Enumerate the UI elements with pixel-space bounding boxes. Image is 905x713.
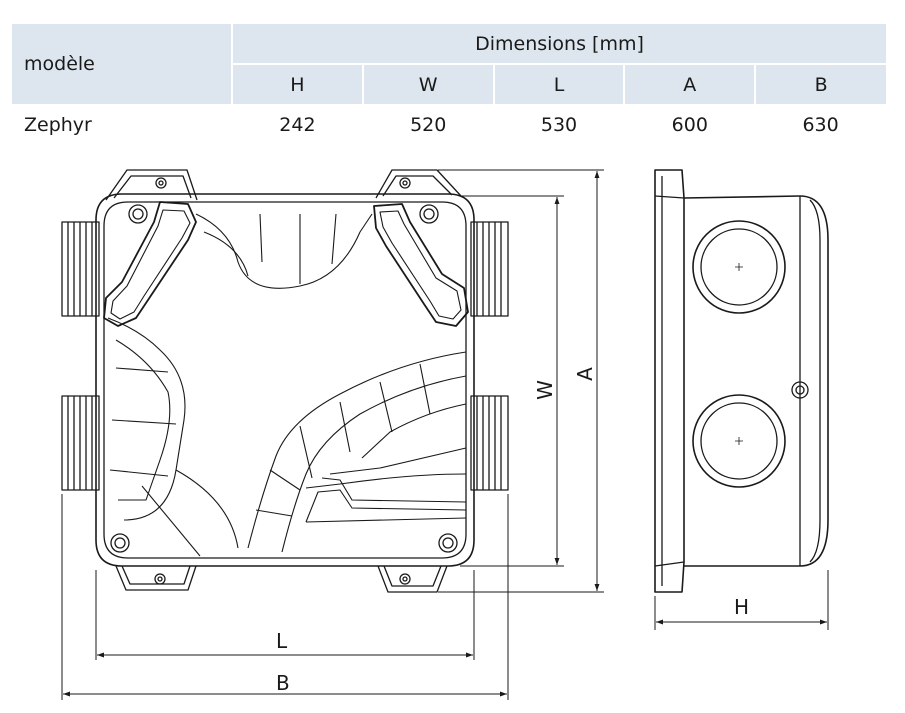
column-header-h: H: [231, 63, 363, 104]
mounting-bracket-top-right: [375, 169, 462, 199]
dimension-lines-side: [654, 570, 829, 630]
mounting-bracket-bottom-right: [377, 565, 448, 593]
mounting-bracket-bottom-left: [115, 565, 197, 591]
label-w: W: [533, 380, 557, 400]
duct-spigot-right-top: [470, 221, 509, 317]
mounting-bracket-top-left: [105, 169, 198, 201]
label-b: B: [276, 671, 290, 695]
label-h: H: [734, 595, 749, 619]
duct-spigot-left-bottom: [61, 395, 100, 491]
unit-housing: [95, 193, 475, 567]
table-header-row: modèle Dimensions [mm]: [12, 24, 886, 75]
bolt-top-left: [128, 204, 148, 224]
column-header-l: L: [492, 63, 625, 104]
duct-spigot-right-bottom: [470, 395, 509, 491]
value-b: 630: [802, 114, 839, 136]
duct-spigot-left-top: [61, 221, 100, 317]
duct-opening-top: [692, 220, 786, 314]
handle-left: [103, 201, 197, 327]
front-view: [61, 169, 509, 593]
model-header: modèle: [24, 53, 95, 75]
dimension-lines-front: [61, 169, 604, 700]
value-l: 530: [540, 114, 578, 136]
table-row: Zephyr 242 520 530 600 630: [12, 104, 886, 146]
bolt-bottom-right: [438, 533, 458, 553]
dimensions-group-header: Dimensions [mm]: [231, 24, 886, 64]
column-header-a: A: [623, 63, 756, 104]
dimensions-table: modèle Dimensions [mm] H W L A B Zephyr …: [12, 24, 886, 146]
duct-opening-bottom: [692, 394, 786, 488]
value-w: 520: [410, 114, 447, 136]
internal-channels: [107, 213, 467, 557]
bolt-top-right: [419, 204, 439, 224]
column-header-b: B: [754, 63, 886, 104]
label-a: A: [573, 367, 597, 381]
handle-right: [373, 203, 469, 327]
model-name: Zephyr: [24, 114, 92, 136]
bolt-bottom-left: [110, 533, 130, 553]
value-a: 600: [671, 114, 708, 136]
value-h: 242: [279, 114, 316, 136]
label-l: L: [276, 629, 288, 653]
column-header-w: W: [361, 63, 494, 104]
side-view: [654, 169, 829, 593]
